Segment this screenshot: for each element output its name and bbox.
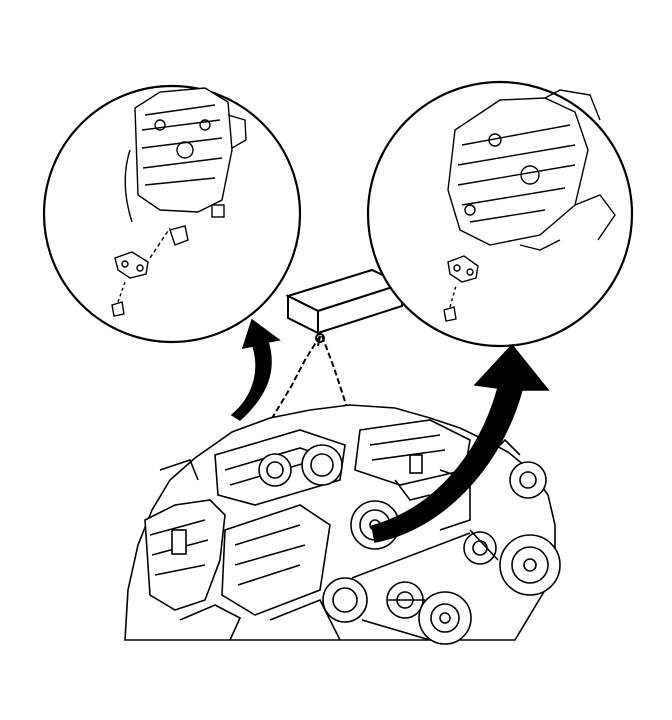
engine-assembly <box>124 404 561 645</box>
left-curved-arrow <box>230 318 281 421</box>
sensor-bracket-detail-icon <box>111 87 247 317</box>
lifting-chain <box>267 333 363 461</box>
engine-block-detail-icon <box>443 89 616 322</box>
left-detail-callout <box>42 84 302 344</box>
lifting-beam <box>285 268 405 335</box>
right-detail-callout <box>366 80 634 348</box>
